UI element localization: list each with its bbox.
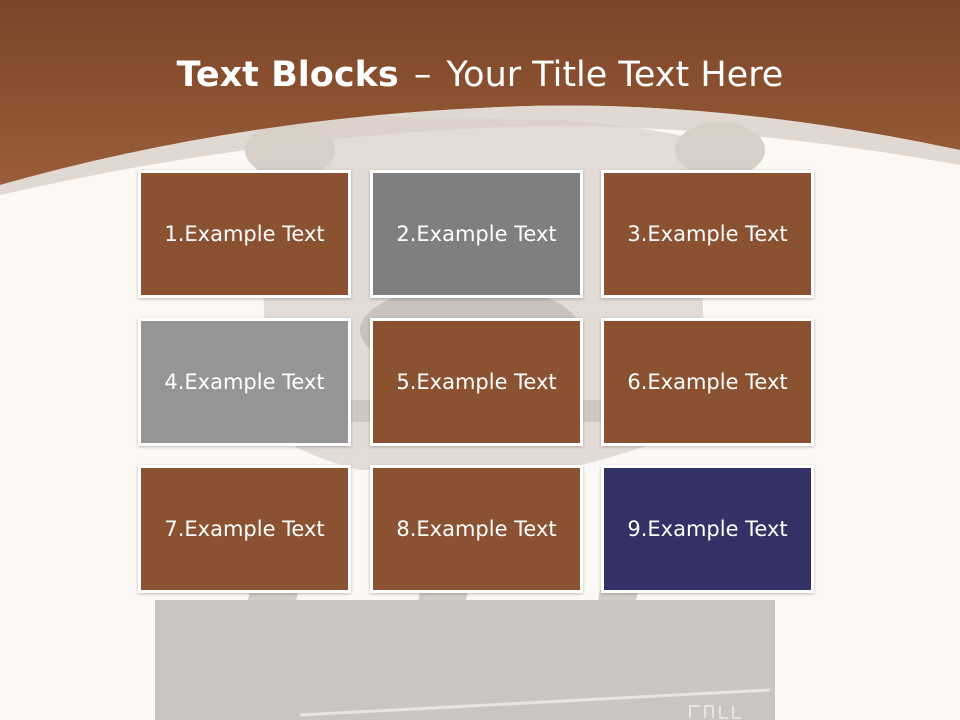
title-bold: Text Blocks [176,55,399,95]
text-block-7[interactable]: 7.Example Text [138,465,351,593]
text-block-1[interactable]: 1.Example Text [138,170,351,298]
text-block-3[interactable]: 3.Example Text [601,170,814,298]
text-block-6[interactable]: 6.Example Text [601,318,814,446]
clapper-letters-shape [689,705,741,719]
text-block-9[interactable]: 9.Example Text [601,465,814,593]
header-curve-highlight [0,105,960,195]
header-band [0,0,960,195]
text-block-4[interactable]: 4.Example Text [138,318,351,446]
dog-ear-right-shape [675,122,765,178]
clapper-line-shape [299,688,771,717]
text-block-grid: 1.Example Text 2.Example Text 3.Example … [138,170,814,594]
clapperboard-shape [155,600,775,720]
slide-title: Text Blocks – Your Title Text Here [0,52,960,98]
title-separator: – [413,55,432,95]
text-block-2[interactable]: 2.Example Text [370,170,583,298]
text-block-5[interactable]: 5.Example Text [370,318,583,446]
text-block-8[interactable]: 8.Example Text [370,465,583,593]
header-curve-shape [0,0,960,185]
title-rest: Your Title Text Here [446,55,784,95]
